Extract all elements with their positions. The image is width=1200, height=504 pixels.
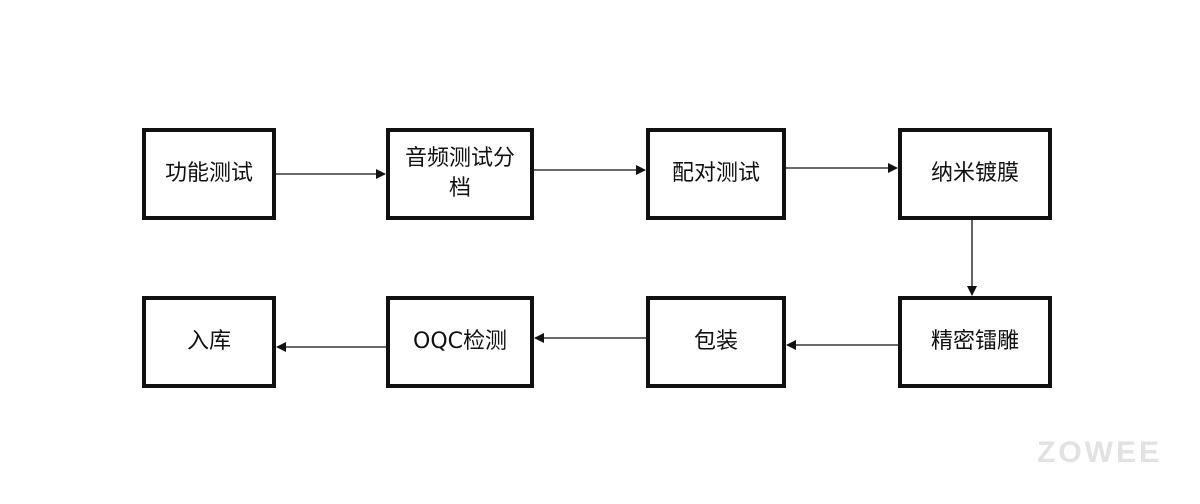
step-label: OQC检测 bbox=[413, 329, 507, 354]
step-label: 包装 bbox=[693, 329, 738, 354]
step-oqc-inspection: OQC检测 bbox=[386, 296, 534, 388]
step-label: 纳米镀膜 bbox=[930, 161, 1019, 186]
step-label: 功能测试 bbox=[164, 161, 253, 186]
step-nano-coating: 纳米镀膜 bbox=[898, 128, 1052, 220]
step-audio-test-grading: 音频测试分档 bbox=[386, 128, 534, 220]
step-packaging: 包装 bbox=[646, 296, 786, 388]
step-label: 配对测试 bbox=[671, 161, 760, 186]
brand-logo: ZOWEE bbox=[1037, 436, 1162, 469]
step-label: 音频测试分档 bbox=[404, 146, 515, 201]
step-warehousing: 入库 bbox=[142, 296, 276, 388]
step-pairing-test: 配对测试 bbox=[646, 128, 786, 220]
step-functional-test: 功能测试 bbox=[142, 128, 276, 220]
step-label: 入库 bbox=[186, 329, 231, 354]
step-label: 精密镭雕 bbox=[930, 329, 1019, 354]
step-precision-laser-engraving: 精密镭雕 bbox=[898, 296, 1052, 388]
